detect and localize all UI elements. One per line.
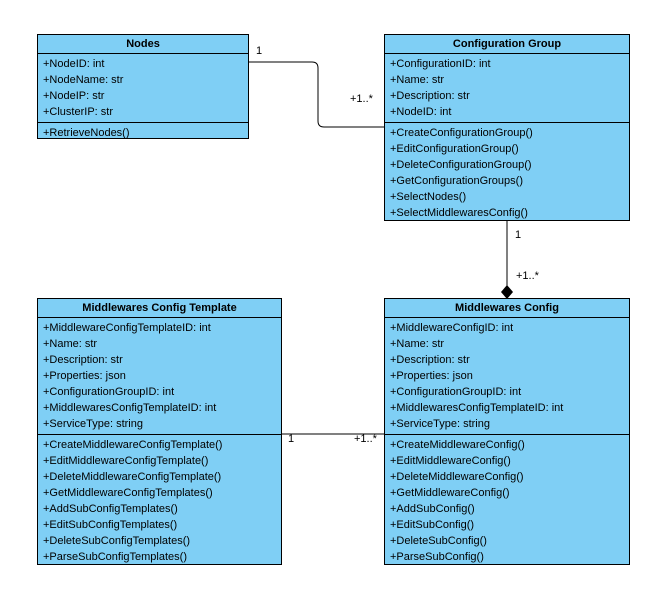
method: +DeleteSubConfigTemplates(): [43, 535, 191, 547]
class-middlewares-config-template[interactable]: Middlewares Config Template +MiddlewareC…: [37, 298, 282, 565]
method: +AddSubConfigTemplates(): [43, 503, 178, 515]
class-title: Middlewares Config Template: [38, 299, 281, 318]
method: +DeleteSubConfig(): [390, 535, 487, 547]
multiplicity-label: +1..*: [354, 433, 377, 445]
method: +ParseSubConfigTemplates(): [43, 551, 187, 563]
method: +GetMiddlewareConfigTemplates(): [43, 487, 213, 499]
method: +EditConfigurationGroup(): [390, 143, 519, 155]
attributes-section: +ConfigurationID: int +Name: str +Descri…: [385, 54, 629, 122]
attribute: +NodeID: int: [390, 106, 452, 118]
methods-section: +CreateMiddlewareConfigTemplate() +EditM…: [38, 434, 281, 567]
attribute: +MiddlewareConfigID: int: [390, 322, 514, 334]
attribute: +Description: str: [43, 354, 123, 366]
method: +DeleteMiddlewareConfigTemplate(): [43, 471, 222, 483]
class-configuration-group[interactable]: Configuration Group +ConfigurationID: in…: [384, 34, 630, 221]
method: +GetConfigurationGroups(): [390, 175, 523, 187]
class-title: Nodes: [38, 35, 248, 54]
method: +CreateMiddlewareConfigTemplate(): [43, 439, 223, 451]
attribute: +ClusterIP: str: [43, 106, 113, 118]
attribute: +ServiceType: string: [43, 418, 143, 430]
attribute: +MiddlewareConfigTemplateID: int: [43, 322, 211, 334]
attributes-section: +NodeID: int +NodeName: str +NodeIP: str…: [38, 54, 248, 122]
method: +AddSubConfig(): [390, 503, 475, 515]
class-title: Configuration Group: [385, 35, 629, 54]
attribute: +Description: str: [390, 90, 470, 102]
method: +EditSubConfig(): [390, 519, 475, 531]
attribute: +NodeID: int: [43, 58, 105, 70]
attribute: +NodeIP: str: [43, 90, 105, 102]
attribute: +Properties: json: [43, 370, 126, 382]
method: +EditSubConfigTemplates(): [43, 519, 178, 531]
method: +RetrieveNodes(): [43, 127, 130, 139]
multiplicity-label: +1..*: [350, 93, 373, 105]
attribute: +Description: str: [390, 354, 470, 366]
attribute: +MiddlewaresConfigTemplateID: int: [390, 402, 564, 414]
method: +GetMiddlewareConfig(): [390, 487, 510, 499]
class-title: Middlewares Config: [385, 299, 629, 318]
method: +DeleteConfigurationGroup(): [390, 159, 532, 171]
method: +DeleteMiddlewareConfig(): [390, 471, 524, 483]
attribute: +Name: str: [390, 74, 445, 86]
attribute: +Properties: json: [390, 370, 473, 382]
attribute: +NodeName: str: [43, 74, 124, 86]
composition-diamond: [501, 285, 513, 299]
method: +EditMiddlewareConfigTemplate(): [43, 455, 209, 467]
method: +SelectMiddlewaresConfig(): [390, 207, 528, 219]
attribute: +MiddlewaresConfigTemplateID: int: [43, 402, 217, 414]
method: +SelectNodes(): [390, 191, 467, 203]
attribute: +ConfigurationID: int: [390, 58, 491, 70]
methods-section: +CreateMiddlewareConfig() +EditMiddlewar…: [385, 434, 629, 567]
attribute: +ServiceType: string: [390, 418, 490, 430]
method: +CreateConfigurationGroup(): [390, 127, 533, 139]
attributes-section: +MiddlewareConfigID: int +Name: str +Des…: [385, 318, 629, 434]
multiplicity-label: 1: [288, 433, 295, 445]
multiplicity-label: 1: [256, 45, 263, 57]
class-nodes[interactable]: Nodes +NodeID: int +NodeName: str +NodeI…: [37, 34, 249, 139]
multiplicity-label: +1..*: [516, 270, 539, 282]
attribute: +ConfigurationGroupID: int: [390, 386, 522, 398]
method: +EditMiddlewareConfig(): [390, 455, 511, 467]
multiplicity-label: 1: [515, 229, 522, 241]
attribute: +Name: str: [390, 338, 445, 350]
method: +CreateMiddlewareConfig(): [390, 439, 525, 451]
method: +ParseSubConfig(): [390, 551, 484, 563]
nodes-group-association-line: [248, 61, 384, 128]
attributes-section: +MiddlewareConfigTemplateID: int +Name: …: [38, 318, 281, 434]
attribute: +Name: str: [43, 338, 98, 350]
methods-section: +CreateConfigurationGroup() +EditConfigu…: [385, 122, 629, 223]
methods-section: +RetrieveNodes(): [38, 122, 248, 143]
class-middlewares-config[interactable]: Middlewares Config +MiddlewareConfigID: …: [384, 298, 630, 565]
attribute: +ConfigurationGroupID: int: [43, 386, 175, 398]
